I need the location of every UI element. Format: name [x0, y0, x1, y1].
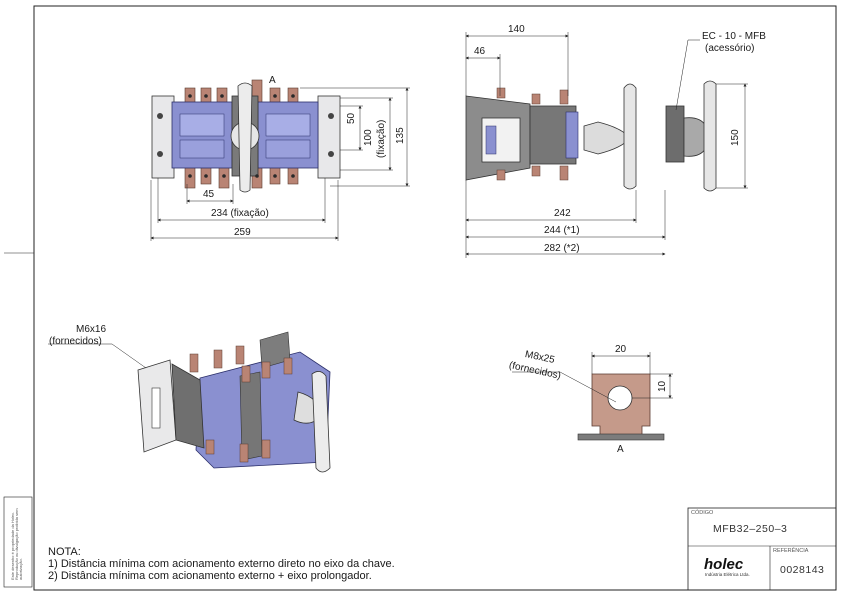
- title-block: [687, 507, 837, 591]
- sheet-border: [33, 5, 837, 591]
- holec-logo: holec: [704, 556, 744, 573]
- iso-screw-supplied: (fornecidos): [49, 336, 102, 347]
- accessory-label: (acessório): [705, 43, 755, 54]
- detail-dim-10: 10: [657, 380, 668, 392]
- dim-244: 244 (*1): [544, 225, 580, 236]
- isometric-view-drawing: [137, 331, 331, 473]
- dim-140: 140: [508, 24, 525, 35]
- product-code: MFB32–250–3: [713, 523, 788, 535]
- reference-field-label: REFERÊNCIA: [773, 548, 809, 554]
- legal-notice-box: Este desenho é propriedade da Holec. Rep…: [5, 508, 32, 580]
- dim-234-fixacao: 234 (fixação): [211, 208, 269, 219]
- dim-50: 50: [346, 112, 357, 124]
- side-view-drawing: [465, 80, 717, 192]
- isometric-view-leader: [48, 343, 147, 369]
- accessory-code: EC - 10 - MFB: [702, 31, 766, 42]
- front-view-drawing: [151, 79, 341, 193]
- dim-242: 242: [554, 208, 571, 219]
- dim-259: 259: [234, 227, 251, 238]
- detail-a-dimensions: [512, 352, 673, 403]
- iso-screw-spec: M6x16: [76, 324, 107, 335]
- legal-notice: Este desenho é propriedade da Holec. Rep…: [10, 508, 23, 580]
- dim-46: 46: [474, 46, 486, 57]
- code-field-label: CÓDIGO: [691, 510, 714, 516]
- front-view-dimensions: [150, 87, 410, 241]
- detail-a-drawing: [577, 373, 665, 441]
- legal-box: [3, 496, 33, 588]
- note-1: 1) Distância mínima com acionamento exte…: [48, 558, 395, 570]
- dim-100-fixacao: (fixação): [376, 119, 387, 158]
- front-view-label-a: A: [269, 75, 276, 86]
- holec-logo-subtitle: Indústria Elétrica Ltda.: [705, 572, 750, 577]
- detail-label-a: A: [617, 444, 624, 455]
- side-view-dimensions: [465, 32, 748, 258]
- note-2: 2) Distância mínima com acionamento exte…: [48, 570, 372, 582]
- detail-dim-20: 20: [615, 344, 627, 355]
- dim-135: 135: [395, 127, 406, 144]
- notes-heading: NOTA:: [48, 546, 81, 558]
- reference-number: 0028143: [780, 564, 825, 576]
- dim-100: 100: [363, 129, 374, 146]
- dim-45: 45: [203, 189, 215, 200]
- dim-282: 282 (*2): [544, 243, 580, 254]
- dim-150: 150: [730, 129, 741, 146]
